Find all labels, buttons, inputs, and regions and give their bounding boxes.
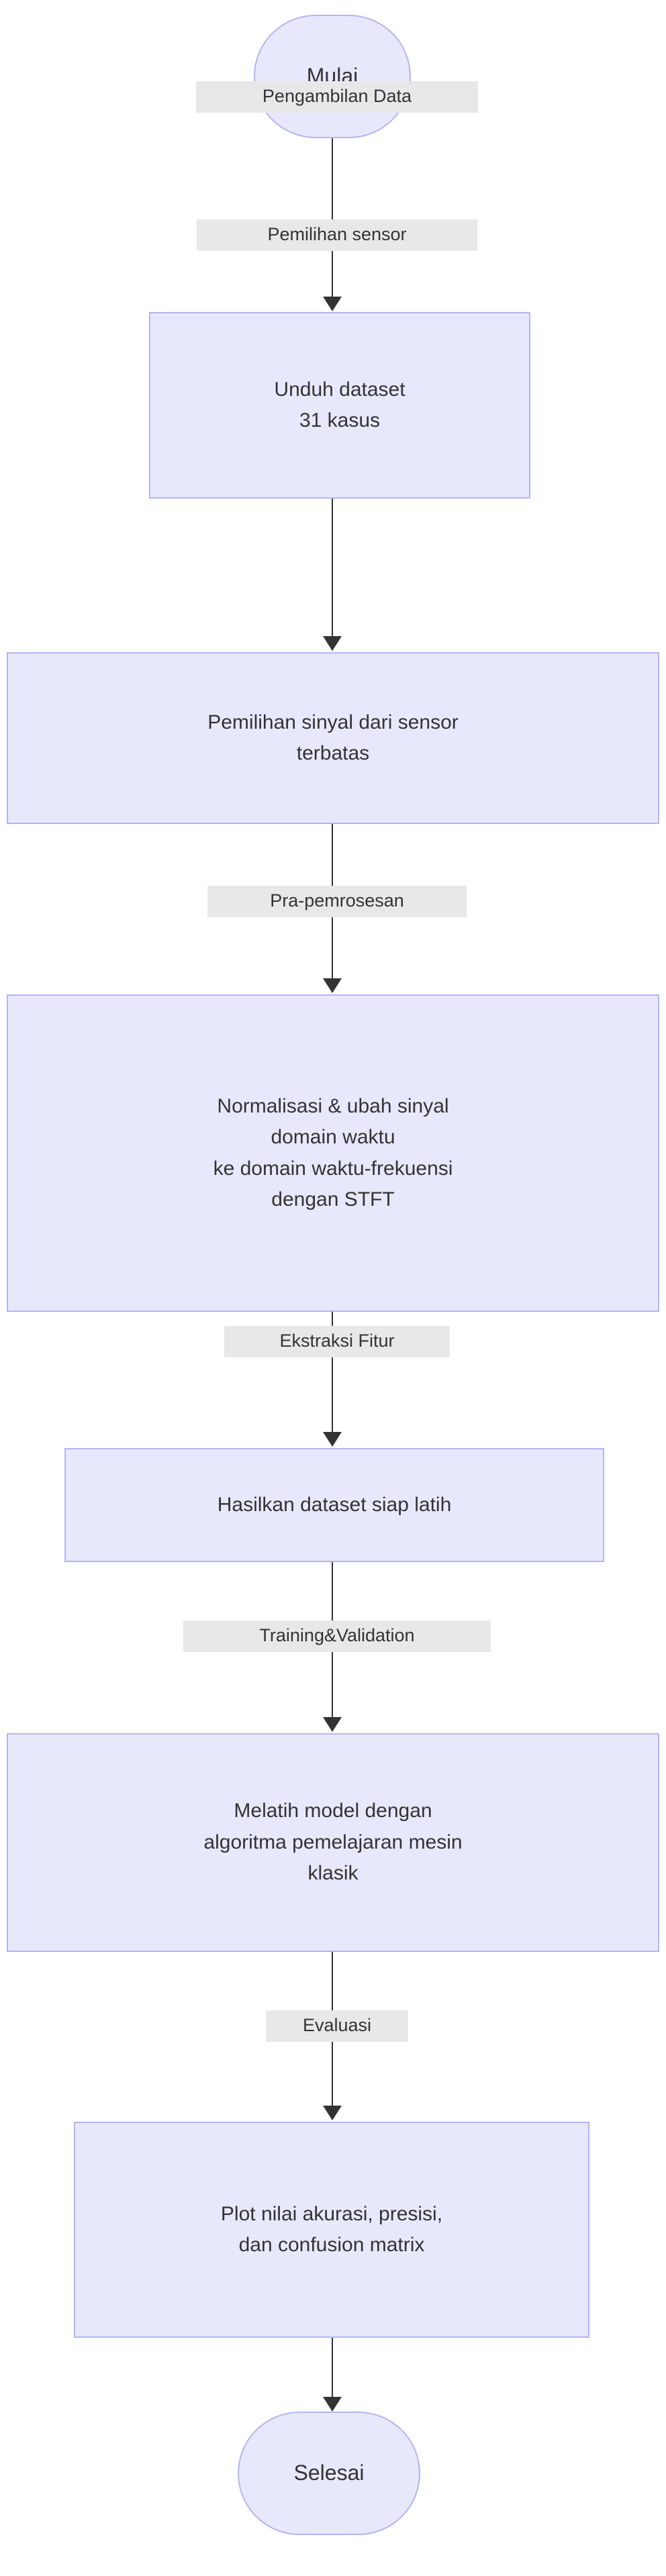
edge-select-preprocess-arrow	[323, 978, 342, 993]
node-select-signal[interactable]: Pemilihan sinyal dari sensor terbatas	[7, 652, 659, 824]
node-train-model[interactable]: Melatih model dengan algoritma pemelajar…	[7, 1733, 659, 1952]
node-training-dataset[interactable]: Hasilkan dataset siap latih	[64, 1448, 604, 1562]
node-plot-metrics-label: Plot nilai akurasi, presisi, dan confusi…	[220, 2202, 443, 2257]
node-end[interactable]: Selesai	[238, 2412, 420, 2535]
edge-label-ekstraksi-fitur: Ekstraksi Fitur	[224, 1326, 450, 1357]
edge-label-pengambilan-data: Pengambilan Data	[196, 81, 478, 113]
edge-label-pemilihan-sensor: Pemilihan sensor	[197, 219, 477, 251]
edge-preprocess-dataset-arrow	[323, 1432, 342, 1447]
node-download-dataset[interactable]: Unduh dataset 31 kasus	[149, 312, 530, 499]
edge-label-evaluasi: Evaluasi	[266, 2010, 408, 2042]
edge-preprocess-dataset-line	[332, 1312, 333, 1434]
node-train-model-label: Melatih model dengan algoritma pemelajar…	[203, 1800, 463, 1885]
node-training-dataset-label: Hasilkan dataset siap latih	[217, 1493, 452, 1516]
edge-download-select-line	[332, 499, 333, 638]
node-preprocess-stft-label: Normalisasi & ubah sinyal domain waktu k…	[213, 1094, 453, 1211]
edge-dataset-train-arrow	[323, 1717, 342, 1732]
node-plot-metrics[interactable]: Plot nilai akurasi, presisi, dan confusi…	[74, 2122, 589, 2338]
edge-download-select-arrow	[323, 636, 342, 651]
edge-plot-end-arrow	[323, 2397, 342, 2412]
node-select-signal-label: Pemilihan sinyal dari sensor terbatas	[207, 711, 459, 765]
edge-start-download-arrow	[323, 297, 342, 311]
node-start[interactable]: Mulai	[254, 15, 411, 138]
edge-plot-end-line	[332, 2338, 333, 2400]
node-end-label: Selesai	[293, 2461, 365, 2485]
edge-label-training-validation: Training&Validation	[183, 1620, 491, 1652]
edge-label-pra-pemrosesan: Pra-pemrosesan	[207, 886, 467, 917]
edge-train-plot-arrow	[323, 2106, 342, 2120]
node-preprocess-stft[interactable]: Normalisasi & ubah sinyal domain waktu k…	[7, 994, 659, 1312]
node-download-dataset-label: Unduh dataset 31 kasus	[274, 378, 406, 432]
